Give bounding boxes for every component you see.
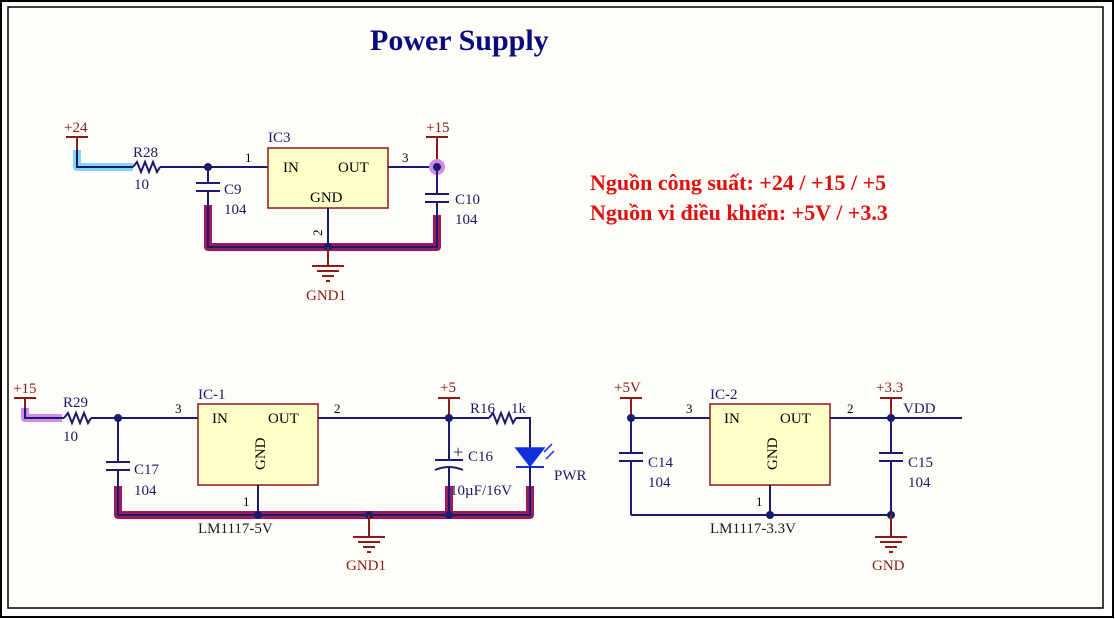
r29-ref: R29 [63, 395, 88, 411]
ic1-pin-out: OUT [268, 411, 299, 427]
ic1-pin-gnd: GND [253, 437, 269, 470]
ic3-ref: IC3 [268, 130, 291, 146]
ic3-pin-gnd: GND [310, 190, 343, 206]
c17-ref: C17 [134, 462, 160, 478]
junction [254, 511, 262, 519]
ic3-pin-out-num: 3 [402, 150, 409, 165]
c16-polarity: + [453, 442, 463, 462]
r29-value: 10 [63, 429, 78, 445]
ic2-pin-gnd-num: 1 [756, 494, 763, 509]
c10-ref: C10 [455, 192, 480, 208]
c9-ref: C9 [224, 182, 242, 198]
junction [445, 511, 453, 519]
led-pwr[interactable] [514, 443, 555, 468]
note-line-2: Nguồn vi điều khiển: +5V / +3.3 [590, 200, 888, 225]
ic2-pin-out: OUT [780, 411, 811, 427]
block-5v-to-3v3: +5V C14 104 3 IC-2 IN OUT GND 2 +3.3 VDD… [614, 380, 962, 574]
gnd-label: GND [872, 558, 905, 574]
regulator-ic1[interactable] [197, 403, 319, 486]
power-port-plus15-in[interactable]: +15 [13, 381, 36, 397]
c10-value: 104 [455, 212, 478, 228]
r28-ref: R28 [133, 145, 158, 161]
power-port-plus5v[interactable]: +5V [614, 380, 641, 396]
gnd1-label-top: GND1 [306, 288, 346, 304]
ic2-part-number: LM1117-3.3V [710, 521, 796, 537]
ic3-pin-in: IN [283, 160, 299, 176]
ic2-ref: IC-2 [710, 387, 738, 403]
ic1-pin-out-num: 2 [334, 401, 341, 416]
c16-value: 10µF/16V [450, 483, 512, 499]
sheet-title: Power Supply [370, 24, 549, 57]
ic1-pin-in: IN [212, 411, 228, 427]
ic1-pin-in-num: 3 [175, 401, 182, 416]
c14-value: 104 [648, 475, 671, 491]
ic3-pin-out: OUT [338, 160, 369, 176]
c15-value: 104 [908, 475, 931, 491]
resistor-r28[interactable] [132, 159, 161, 175]
c9-value: 104 [224, 202, 247, 218]
c17-value: 104 [134, 483, 157, 499]
power-port-plus15-out[interactable]: +15 [426, 120, 449, 136]
ground-symbol-gnd1-bottom [353, 536, 385, 553]
note-line-1: Nguồn công suất: +24 / +15 / +5 [590, 170, 886, 195]
ic1-ref: IC-1 [198, 387, 226, 403]
ic3-pin-gnd-num: 2 [310, 230, 325, 237]
regulator-ic2[interactable] [709, 403, 831, 486]
resistor-r29[interactable] [63, 410, 92, 426]
block-15v-to-5v: +15 R29 10 C17 104 3 IC-1 IN OUT GND 2 +… [13, 380, 587, 574]
power-port-plus24[interactable]: +24 [64, 120, 88, 136]
r16-ref: R16 [470, 401, 496, 417]
ground-symbol-gnd1-top [312, 265, 344, 282]
power-port-plus3v3[interactable]: +3.3 [876, 380, 903, 396]
junction [766, 511, 774, 519]
ic2-pin-gnd: GND [765, 437, 781, 470]
led-label: PWR [554, 468, 587, 484]
ic3-pin-in-num: 1 [245, 150, 252, 165]
sheet-inner-border [7, 6, 1104, 609]
block-24v-to-15v: +24 R28 10 C9 104 1 IC3 IN OUT GND 3 +15 [64, 120, 480, 304]
ic1-part-number: LM1117-5V [198, 521, 273, 537]
net-label-vdd[interactable]: VDD [903, 401, 936, 417]
c14-ref: C14 [648, 455, 674, 471]
ground-symbol-gnd [875, 536, 907, 553]
resistor-r16[interactable] [488, 410, 517, 426]
ic2-pin-in-num: 3 [686, 401, 693, 416]
c16-ref: C16 [468, 449, 494, 465]
ic1-pin-gnd-num: 1 [243, 494, 250, 509]
c15-ref: C15 [908, 455, 933, 471]
r16-value: 1k [511, 401, 527, 417]
ic2-pin-out-num: 2 [847, 401, 854, 416]
gnd1-label-bottom: GND1 [346, 558, 386, 574]
ic2-pin-in: IN [724, 411, 740, 427]
power-port-plus5[interactable]: +5 [440, 380, 456, 396]
r28-value: 10 [134, 177, 149, 193]
